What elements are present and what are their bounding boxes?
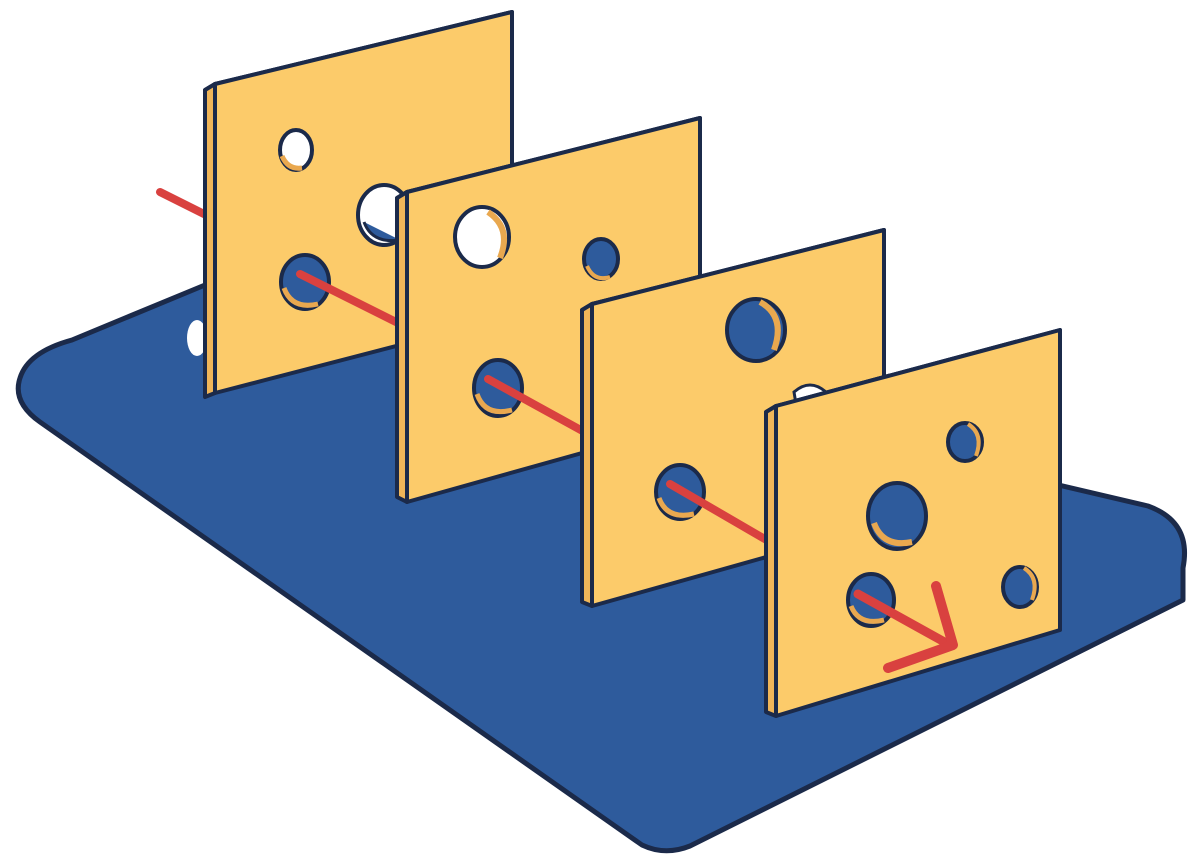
hole	[278, 128, 314, 172]
arrow-segment	[296, 270, 406, 329]
hole	[582, 237, 620, 281]
hole	[725, 297, 787, 363]
arrow-segment	[666, 480, 774, 546]
hole	[866, 481, 928, 551]
arrow-head	[883, 581, 958, 673]
hole	[946, 421, 984, 463]
arrow-segment	[484, 375, 592, 438]
aligned-hole	[472, 358, 524, 418]
aligned-hole	[279, 253, 331, 311]
hole	[453, 205, 511, 269]
cheese-slice-4	[764, 328, 1062, 718]
base-hole	[187, 320, 207, 356]
hole	[1001, 565, 1039, 609]
arrow-head-shaft	[853, 589, 953, 649]
